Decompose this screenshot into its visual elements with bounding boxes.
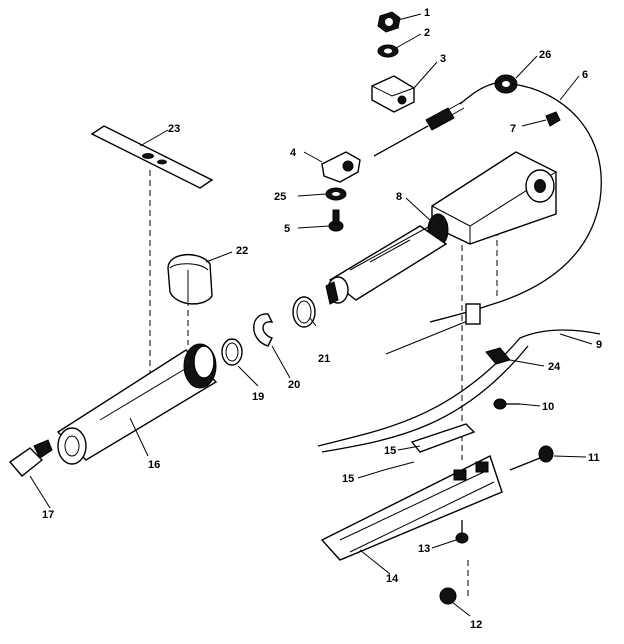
callout-6: 6 xyxy=(582,69,588,81)
part-4-lever xyxy=(321,151,361,183)
callout-14: 14 xyxy=(386,573,399,585)
callout-10: 10 xyxy=(542,401,554,413)
part-22-bushing xyxy=(167,253,213,305)
alignment-lines xyxy=(149,170,498,600)
part-26-grommet xyxy=(494,74,518,94)
leader-lines xyxy=(29,13,593,617)
callout-11: 11 xyxy=(588,452,600,464)
callout-9: 9 xyxy=(596,339,602,351)
part-8-column-assembly xyxy=(325,151,557,305)
callout-12: 12 xyxy=(470,619,482,631)
part-21-ring xyxy=(292,296,316,328)
callout-7: 7 xyxy=(510,123,516,135)
part-14-switch-housing xyxy=(320,455,503,561)
part-16-shroud xyxy=(56,343,218,465)
callout-1: 1 xyxy=(424,7,430,19)
callout-16: 16 xyxy=(148,459,160,471)
cable-end-rod xyxy=(373,101,465,157)
part-2-washer xyxy=(377,44,399,58)
callout-19: 19 xyxy=(252,391,264,403)
part-13-screw xyxy=(455,520,469,544)
callout-24: 24 xyxy=(548,361,561,373)
callout-21: 21 xyxy=(318,353,330,365)
part-25-washer xyxy=(325,187,347,201)
callout-labels: 1 2 3 26 6 7 4 25 5 8 23 22 21 20 19 16 … xyxy=(42,7,602,631)
part-7-clip xyxy=(545,111,561,127)
callout-15-upper: 15 xyxy=(384,445,396,457)
callout-8: 8 xyxy=(396,191,402,203)
part-15-switch-parts xyxy=(383,423,476,471)
part-12-nut xyxy=(439,587,457,605)
part-3-bracket xyxy=(371,75,415,113)
callout-17: 17 xyxy=(42,509,54,521)
part-5-screw xyxy=(328,209,344,232)
part-10-screw xyxy=(493,398,520,410)
part-1-nut xyxy=(377,11,401,33)
part-19-ring xyxy=(221,338,243,366)
part-11-screw xyxy=(509,445,554,471)
callout-20: 20 xyxy=(288,379,300,391)
part-9-wiring xyxy=(317,303,601,453)
part-23-plate xyxy=(90,125,214,189)
callout-3: 3 xyxy=(440,53,446,65)
callout-15-lower: 15 xyxy=(342,473,354,485)
callout-22: 22 xyxy=(236,245,248,257)
callout-2: 2 xyxy=(424,27,430,39)
callout-25: 25 xyxy=(274,191,286,203)
part-17-knob xyxy=(8,439,53,477)
part-6-cable xyxy=(429,81,602,323)
callout-23: 23 xyxy=(168,123,180,135)
part-24-clip xyxy=(485,347,511,365)
callout-5: 5 xyxy=(284,223,290,235)
callout-13: 13 xyxy=(418,543,430,555)
callout-4: 4 xyxy=(290,147,297,159)
part-20-clip xyxy=(253,313,274,347)
callout-26: 26 xyxy=(539,49,551,61)
